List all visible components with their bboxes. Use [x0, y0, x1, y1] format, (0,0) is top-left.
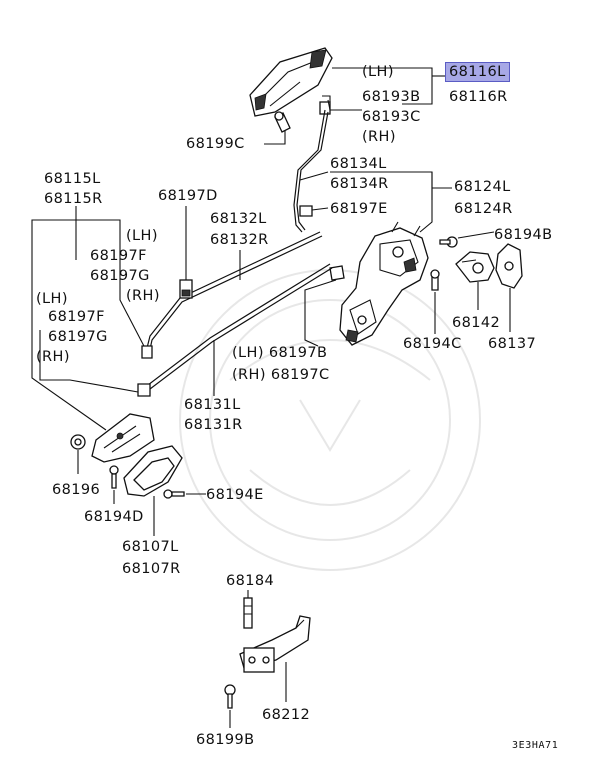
label-68115L[interactable]: 68115L	[44, 171, 101, 187]
label-68194E[interactable]: 68194E	[206, 487, 264, 503]
label-68197B[interactable]: (LH) 68197B	[232, 345, 328, 361]
label-68184[interactable]: 68184	[226, 573, 275, 589]
label-68107R[interactable]: 68107R	[122, 561, 181, 577]
label-68107L[interactable]: 68107L	[122, 539, 179, 555]
label-68197G-b[interactable]: 68197G	[48, 329, 108, 345]
label-lh-mid: (LH)	[126, 228, 158, 244]
screw-68194C	[430, 269, 440, 291]
screw-68199B	[224, 684, 236, 709]
label-68197E[interactable]: 68197E	[330, 201, 388, 217]
label-68194B[interactable]: 68194B	[494, 227, 553, 243]
label-rh-left: (RH)	[36, 349, 70, 365]
striker-68142	[455, 251, 495, 283]
label-68116L-highlighted[interactable]: 68116L	[445, 62, 510, 82]
label-68131L[interactable]: 68131L	[184, 397, 241, 413]
leader-68115	[31, 206, 107, 431]
pin-68184	[243, 597, 253, 629]
label-68134L[interactable]: 68134L	[330, 156, 387, 172]
label-68199B[interactable]: 68199B	[196, 732, 255, 748]
label-rh-top: (RH)	[362, 129, 396, 145]
label-68194C[interactable]: 68194C	[403, 336, 462, 352]
door-check-68212	[239, 615, 311, 673]
label-68116R[interactable]: 68116R	[449, 89, 508, 105]
label-rh-mid: (RH)	[126, 288, 160, 304]
label-68132L[interactable]: 68132L	[210, 211, 267, 227]
label-68124L[interactable]: 68124L	[454, 179, 511, 195]
leader-68197E	[311, 207, 329, 211]
screw-68194E	[163, 489, 185, 499]
shim-68137	[495, 243, 523, 289]
label-68194D[interactable]: 68194D	[84, 509, 144, 525]
label-lh-top: (LH)	[362, 64, 394, 80]
screw-68194D	[109, 465, 119, 489]
label-68132R[interactable]: 68132R	[210, 232, 269, 248]
door-latch-assembly	[339, 221, 429, 346]
rod-68134	[293, 109, 326, 233]
leader-68193	[327, 99, 362, 111]
label-68212[interactable]: 68212	[262, 707, 311, 723]
label-68134R[interactable]: 68134R	[330, 176, 389, 192]
label-68199C[interactable]: 68199C	[186, 136, 245, 152]
leader-68199C	[264, 130, 286, 145]
inside-handle-part	[91, 413, 155, 463]
label-lh-left: (LH)	[36, 291, 68, 307]
handle-bezel-68107	[123, 445, 183, 497]
diagram-code: 3E3HA71	[512, 740, 559, 751]
label-68193C[interactable]: 68193C	[362, 109, 421, 125]
label-68197G-a[interactable]: 68197G	[90, 268, 150, 284]
label-68131R[interactable]: 68131R	[184, 417, 243, 433]
leader-68116	[332, 67, 433, 105]
leader-68134	[299, 171, 329, 181]
leader-68197B	[304, 279, 337, 347]
label-68197C[interactable]: (RH) 68197C	[232, 367, 330, 383]
rod-68131	[147, 263, 331, 386]
label-68196[interactable]: 68196	[52, 482, 101, 498]
label-68197F-b[interactable]: 68197F	[48, 309, 105, 325]
label-68137[interactable]: 68137	[488, 336, 537, 352]
rod-68132	[145, 231, 321, 353]
label-68142[interactable]: 68142	[452, 315, 501, 331]
label-68197D[interactable]: 68197D	[158, 188, 218, 204]
label-68124R[interactable]: 68124R	[454, 201, 513, 217]
screw-68194B	[439, 236, 458, 248]
label-68197F-a[interactable]: 68197F	[90, 248, 147, 264]
clip-68197D	[179, 279, 193, 299]
outside-handle-part	[249, 47, 333, 117]
screw-68199C	[274, 111, 291, 133]
label-68115R[interactable]: 68115R	[44, 191, 103, 207]
cap-68196	[70, 434, 86, 450]
label-68193B[interactable]: 68193B	[362, 89, 421, 105]
